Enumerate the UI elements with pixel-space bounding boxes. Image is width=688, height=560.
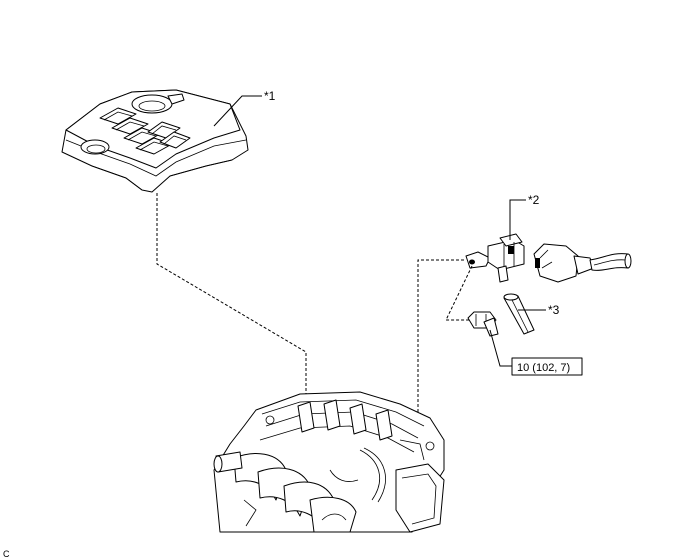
callout-engine-cover: *1	[264, 89, 276, 103]
engine-cover-icon	[61, 89, 249, 193]
leader-line-torque	[489, 329, 512, 367]
hose-icon	[503, 293, 535, 335]
torque-spec-box	[511, 357, 583, 376]
connector-icon	[533, 243, 632, 283]
callout-hose: *3	[548, 303, 560, 317]
leader-line-sensor	[509, 199, 526, 240]
torque-spec-value: 10 (102, 7)	[517, 362, 570, 374]
figure-corner-label: C	[3, 549, 10, 559]
dashed-guide-cover	[156, 193, 307, 398]
engine-assembly-icon	[213, 391, 445, 533]
bolt-icon	[467, 311, 499, 337]
dashed-guide-sensor	[417, 259, 464, 430]
dashed-guide-bolt	[445, 265, 473, 321]
pressure-sensor-icon	[465, 233, 525, 283]
callout-sensor: *2	[528, 193, 540, 207]
leader-line-cover	[213, 95, 262, 127]
